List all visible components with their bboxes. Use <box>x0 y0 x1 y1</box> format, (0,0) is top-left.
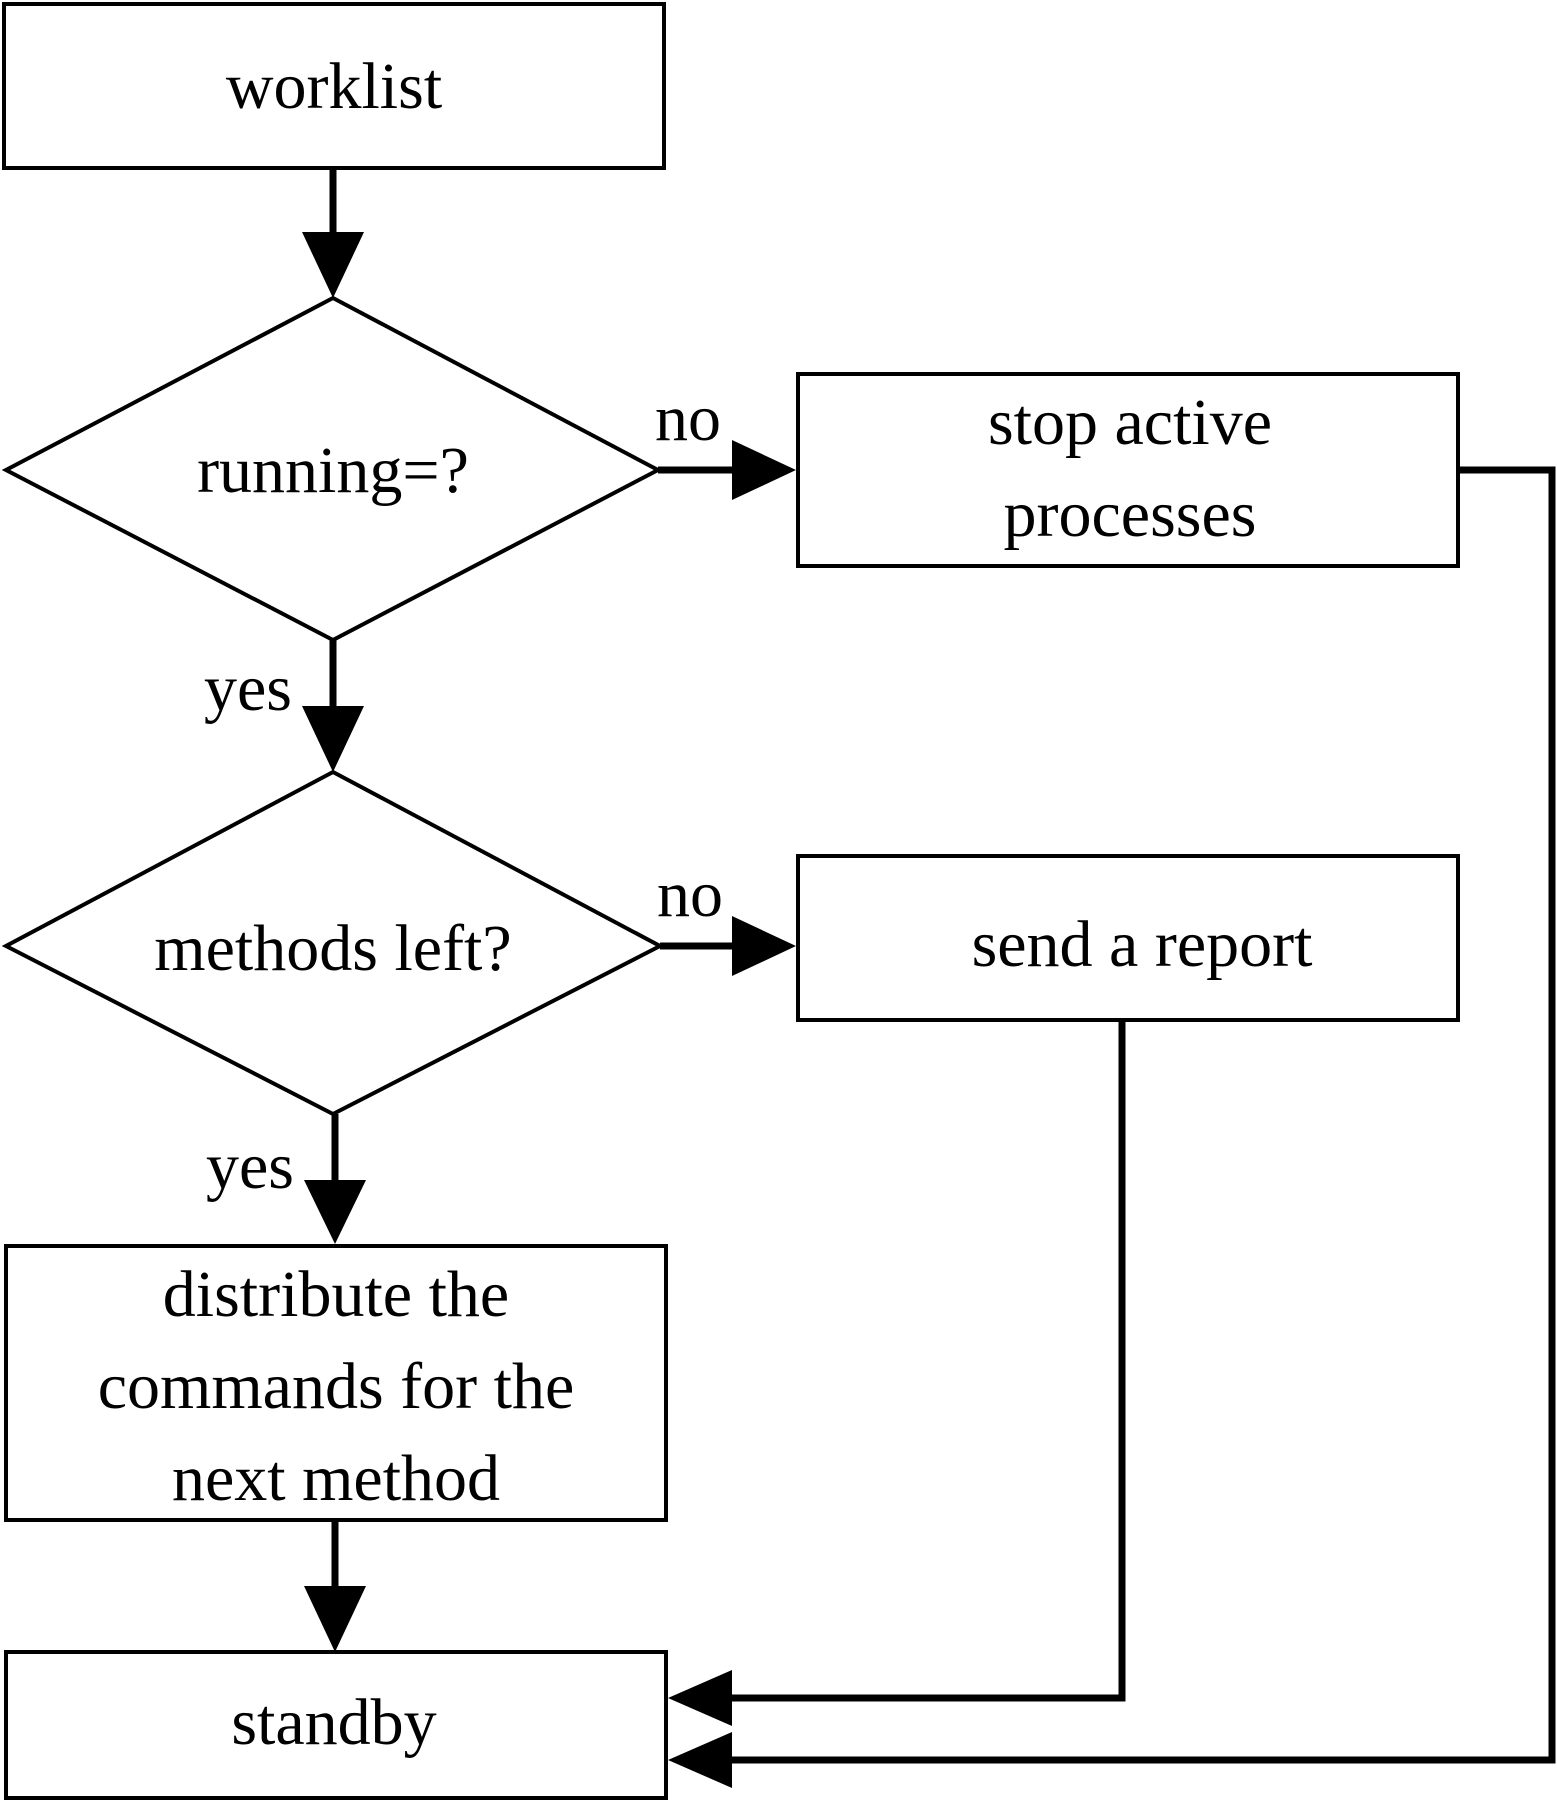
worklist-box <box>2 2 666 170</box>
worklist-label: worklist <box>226 50 442 123</box>
arrowhead-stop-to-standby <box>668 1732 732 1788</box>
standby-label: standby <box>231 1686 436 1759</box>
send-report-label: send a report <box>972 908 1313 981</box>
arrowhead-worklist-to-running <box>302 232 364 298</box>
arrowhead-methods-yes <box>304 1180 366 1244</box>
stop-active-label-line-2: processes <box>1004 478 1257 551</box>
arrowhead-report-to-standby <box>668 1670 732 1726</box>
arrowhead-methods-no <box>732 916 796 976</box>
methods-yes-label: yes <box>206 1130 294 1203</box>
running-yes-label: yes <box>204 652 292 725</box>
send-report-box <box>796 854 1460 1022</box>
distribute-label-line-3: next method <box>172 1442 500 1515</box>
distribute-label-line-2: commands for the <box>98 1350 575 1423</box>
arrowhead-running-yes <box>302 706 364 772</box>
stop-active-label-line-1: stop active <box>988 386 1272 459</box>
distribute-label-line-1: distribute the <box>163 1258 509 1331</box>
arrowhead-running-no <box>732 440 796 500</box>
arrowhead-distribute-to-standby <box>304 1586 366 1652</box>
running-no-label: no <box>655 382 721 455</box>
methods-no-label: no <box>657 858 723 931</box>
stop-active-processes-box <box>796 372 1460 568</box>
methods-left-label: methods left? <box>154 912 511 985</box>
running-check-label: running=? <box>197 434 469 507</box>
distribute-commands-box <box>4 1244 668 1522</box>
edge-report-to-standby <box>728 1020 1126 1702</box>
standby-box <box>4 1650 668 1800</box>
edge-stop-to-standby <box>728 466 1556 1764</box>
